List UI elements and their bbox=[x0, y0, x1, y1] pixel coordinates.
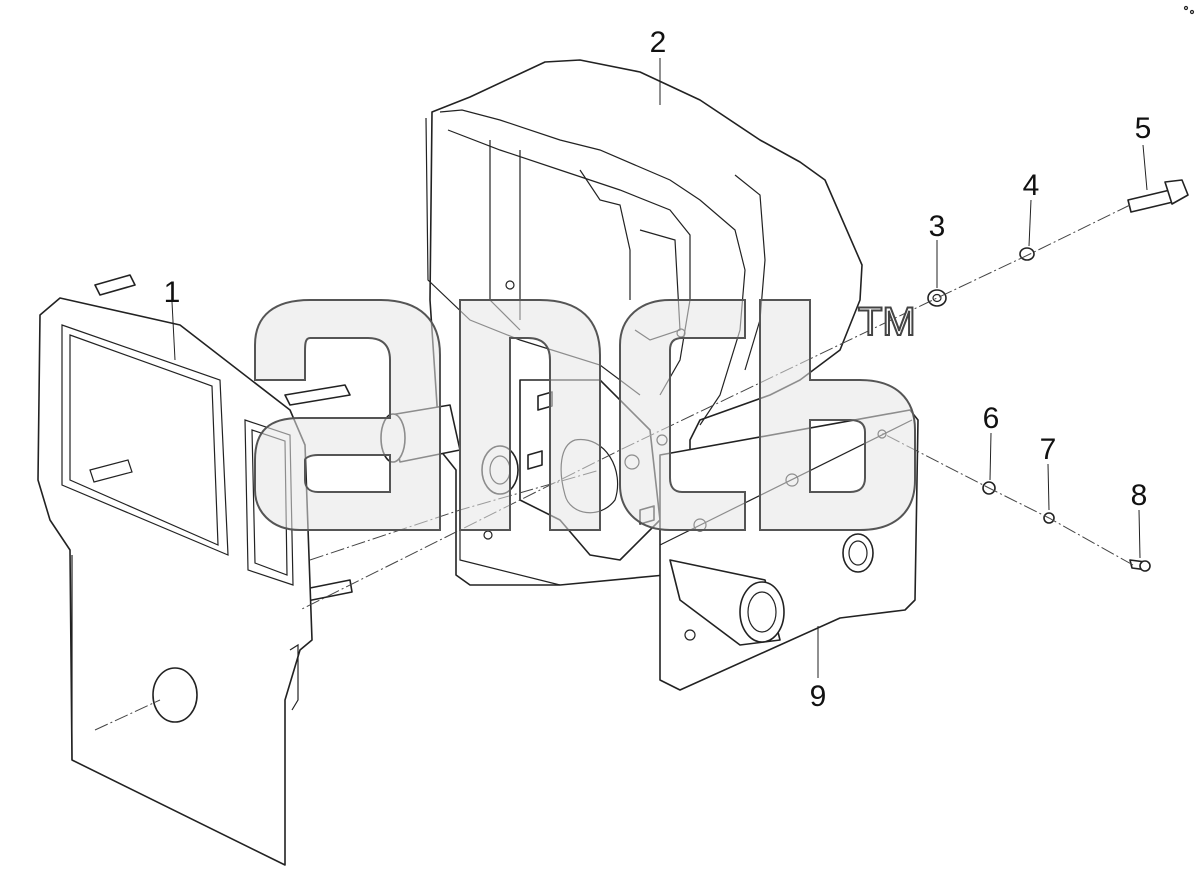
callout-5: 5 bbox=[1135, 112, 1152, 145]
callout-8: 8 bbox=[1131, 479, 1148, 512]
part-8-screw bbox=[1129, 559, 1151, 572]
callout-9: 9 bbox=[810, 680, 827, 713]
callout-4: 4 bbox=[1023, 169, 1040, 202]
corner-mark bbox=[1183, 5, 1195, 15]
part-3-washer bbox=[927, 289, 947, 307]
logo-watermark: TM bbox=[254, 299, 917, 531]
callouts: 1 2 3 4 5 6 7 8 9 bbox=[164, 26, 1152, 713]
part-9-bracket bbox=[659, 409, 919, 691]
hardware bbox=[927, 179, 1189, 572]
callout-1: 1 bbox=[164, 276, 181, 309]
callout-7: 7 bbox=[1040, 433, 1057, 466]
callout-3: 3 bbox=[929, 210, 946, 243]
callout-6: 6 bbox=[983, 402, 1000, 435]
part-5-bolt bbox=[1127, 179, 1189, 213]
part-1-cover-plate bbox=[37, 274, 353, 866]
callout-2: 2 bbox=[650, 26, 667, 59]
trademark-mark: TM bbox=[858, 300, 916, 344]
